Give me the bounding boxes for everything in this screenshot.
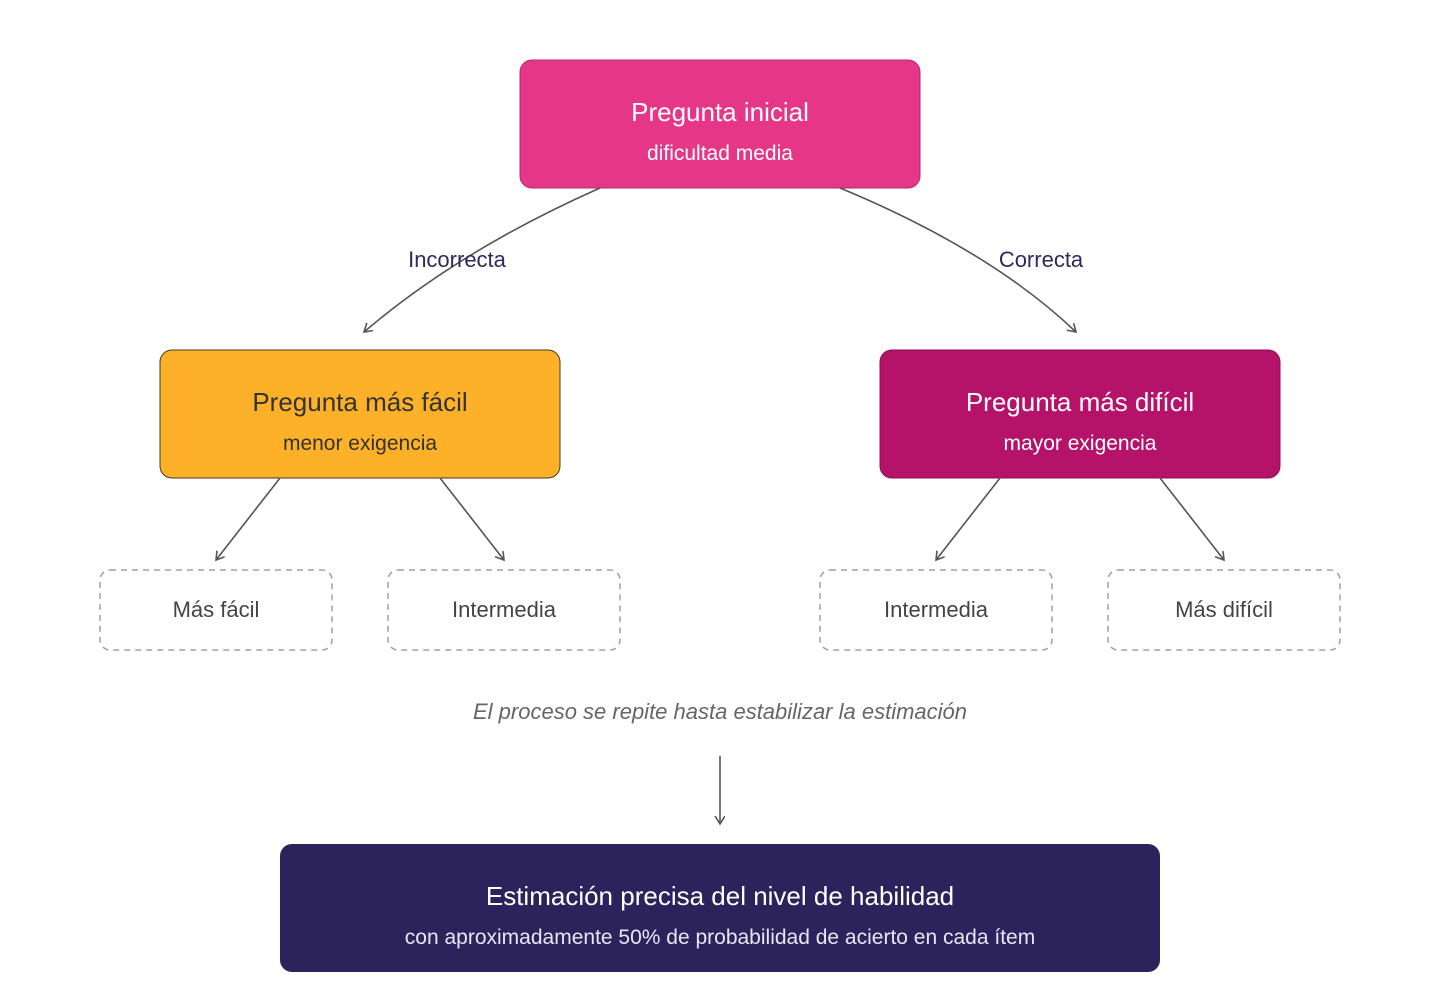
harder-to-leaf-arrow-2: [1159, 477, 1224, 560]
easier-node-subtitle: menor exigencia: [283, 432, 437, 455]
root-node-title: Pregunta inicial: [631, 97, 809, 127]
easier-node-box: [159, 349, 561, 479]
result-node-title: Estimación precisa del nivel de habilida…: [486, 881, 954, 911]
root-node-box: [519, 59, 921, 189]
correct-edge-label: Correcta: [999, 247, 1084, 272]
result-node-subtitle: con aproximadamente 50% de probabilidad …: [405, 926, 1035, 949]
correct-arrow: [839, 187, 1076, 332]
incorrect-edge-label: Incorrecta: [408, 247, 507, 272]
leaf-node-box: [819, 569, 1053, 651]
leaf-node-3: Intermedia: [819, 569, 1053, 651]
easier-node: Pregunta más fácil menor exigencia: [159, 349, 561, 479]
leaf-node-label: Más fácil: [173, 597, 260, 622]
leaf-node-label: Intermedia: [884, 597, 989, 622]
harder-node-title: Pregunta más difícil: [966, 387, 1194, 417]
leaf-node-4: Más difícil: [1107, 569, 1341, 651]
harder-node-box: [879, 349, 1281, 479]
leaf-node-2: Intermedia: [387, 569, 621, 651]
leaf-node-label: Más difícil: [1175, 597, 1273, 622]
easier-node-title: Pregunta más fácil: [252, 387, 467, 417]
root-node: Pregunta inicial dificultad media: [519, 59, 921, 189]
incorrect-arrow: [364, 187, 601, 332]
easier-to-leaf-arrow-2: [439, 477, 504, 560]
harder-to-leaf-arrow-1: [936, 477, 1001, 560]
leaf-node-box: [99, 569, 333, 651]
easier-to-leaf-arrow-1: [216, 477, 281, 560]
leaf-node-label: Intermedia: [452, 597, 557, 622]
harder-node: Pregunta más difícil mayor exigencia: [879, 349, 1281, 479]
root-node-subtitle: dificultad media: [647, 142, 793, 165]
process-note: El proceso se repite hasta estabilizar l…: [473, 699, 967, 724]
leaf-node-box: [1107, 569, 1341, 651]
leaf-node-box: [387, 569, 621, 651]
leaf-node-1: Más fácil: [99, 569, 333, 651]
result-node: Estimación precisa del nivel de habilida…: [280, 844, 1160, 972]
result-node-box: [280, 844, 1160, 972]
harder-node-subtitle: mayor exigencia: [1004, 432, 1157, 455]
